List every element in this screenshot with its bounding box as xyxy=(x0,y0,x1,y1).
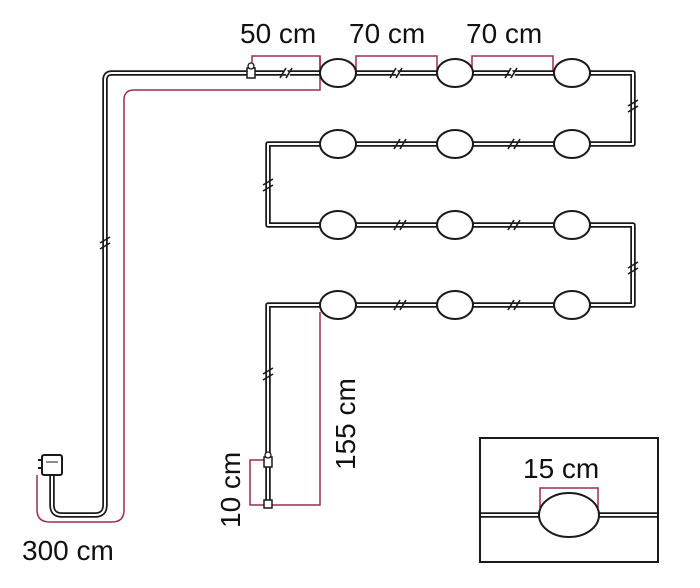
inset-lamp xyxy=(538,492,600,538)
break-mark xyxy=(262,367,274,381)
break-mark xyxy=(507,138,521,150)
break-mark xyxy=(393,299,407,311)
connectors xyxy=(38,62,273,509)
break-mark xyxy=(507,219,521,231)
seg-second-label: 70 cm xyxy=(349,18,425,49)
seg-third-label: 70 cm xyxy=(466,18,542,49)
lamp-size-label: 15 cm xyxy=(523,453,599,484)
lamp xyxy=(553,210,591,240)
break-mark xyxy=(627,261,639,275)
lamp xyxy=(436,290,474,320)
break-mark xyxy=(393,138,407,150)
end-length-bracket xyxy=(249,459,269,506)
measurement-lines xyxy=(36,55,554,523)
lamp xyxy=(553,58,591,88)
lamp xyxy=(319,290,357,320)
break-mark xyxy=(504,67,518,79)
lead-cable-label: 300 cm xyxy=(22,535,114,566)
drop-length-measure-line xyxy=(272,312,321,506)
lamp-size-bracket xyxy=(539,487,599,508)
lamp xyxy=(319,129,357,159)
cable-end-cap xyxy=(263,499,273,509)
lead-cable-measure-line xyxy=(36,56,321,523)
break-mark xyxy=(99,236,111,250)
break-marks xyxy=(99,67,639,381)
lamp xyxy=(319,210,357,240)
seg-first-label: 50 cm xyxy=(240,18,316,49)
lamp xyxy=(553,290,591,320)
lamp xyxy=(436,210,474,240)
lamp xyxy=(436,129,474,159)
break-mark xyxy=(507,299,521,311)
break-mark xyxy=(279,67,293,79)
lamp xyxy=(436,58,474,88)
cable-run xyxy=(49,70,636,518)
end-length-label: 10 cm xyxy=(215,452,246,528)
seg-third-bracket xyxy=(471,55,554,73)
lamp-detail-inset: 15 cm xyxy=(479,437,659,563)
lamp xyxy=(553,129,591,159)
cable-joint-end xyxy=(263,451,273,468)
break-mark xyxy=(627,99,639,113)
drop-length-label: 155 cm xyxy=(330,378,361,470)
break-mark xyxy=(262,178,274,192)
seg-second-bracket xyxy=(355,55,438,73)
cable-joint-top xyxy=(246,62,256,79)
cable-core-line xyxy=(51,72,634,516)
power-adapter-icon xyxy=(38,454,63,476)
lamp xyxy=(319,58,357,88)
lamps xyxy=(319,58,591,320)
break-mark xyxy=(389,67,403,79)
break-mark xyxy=(393,219,407,231)
